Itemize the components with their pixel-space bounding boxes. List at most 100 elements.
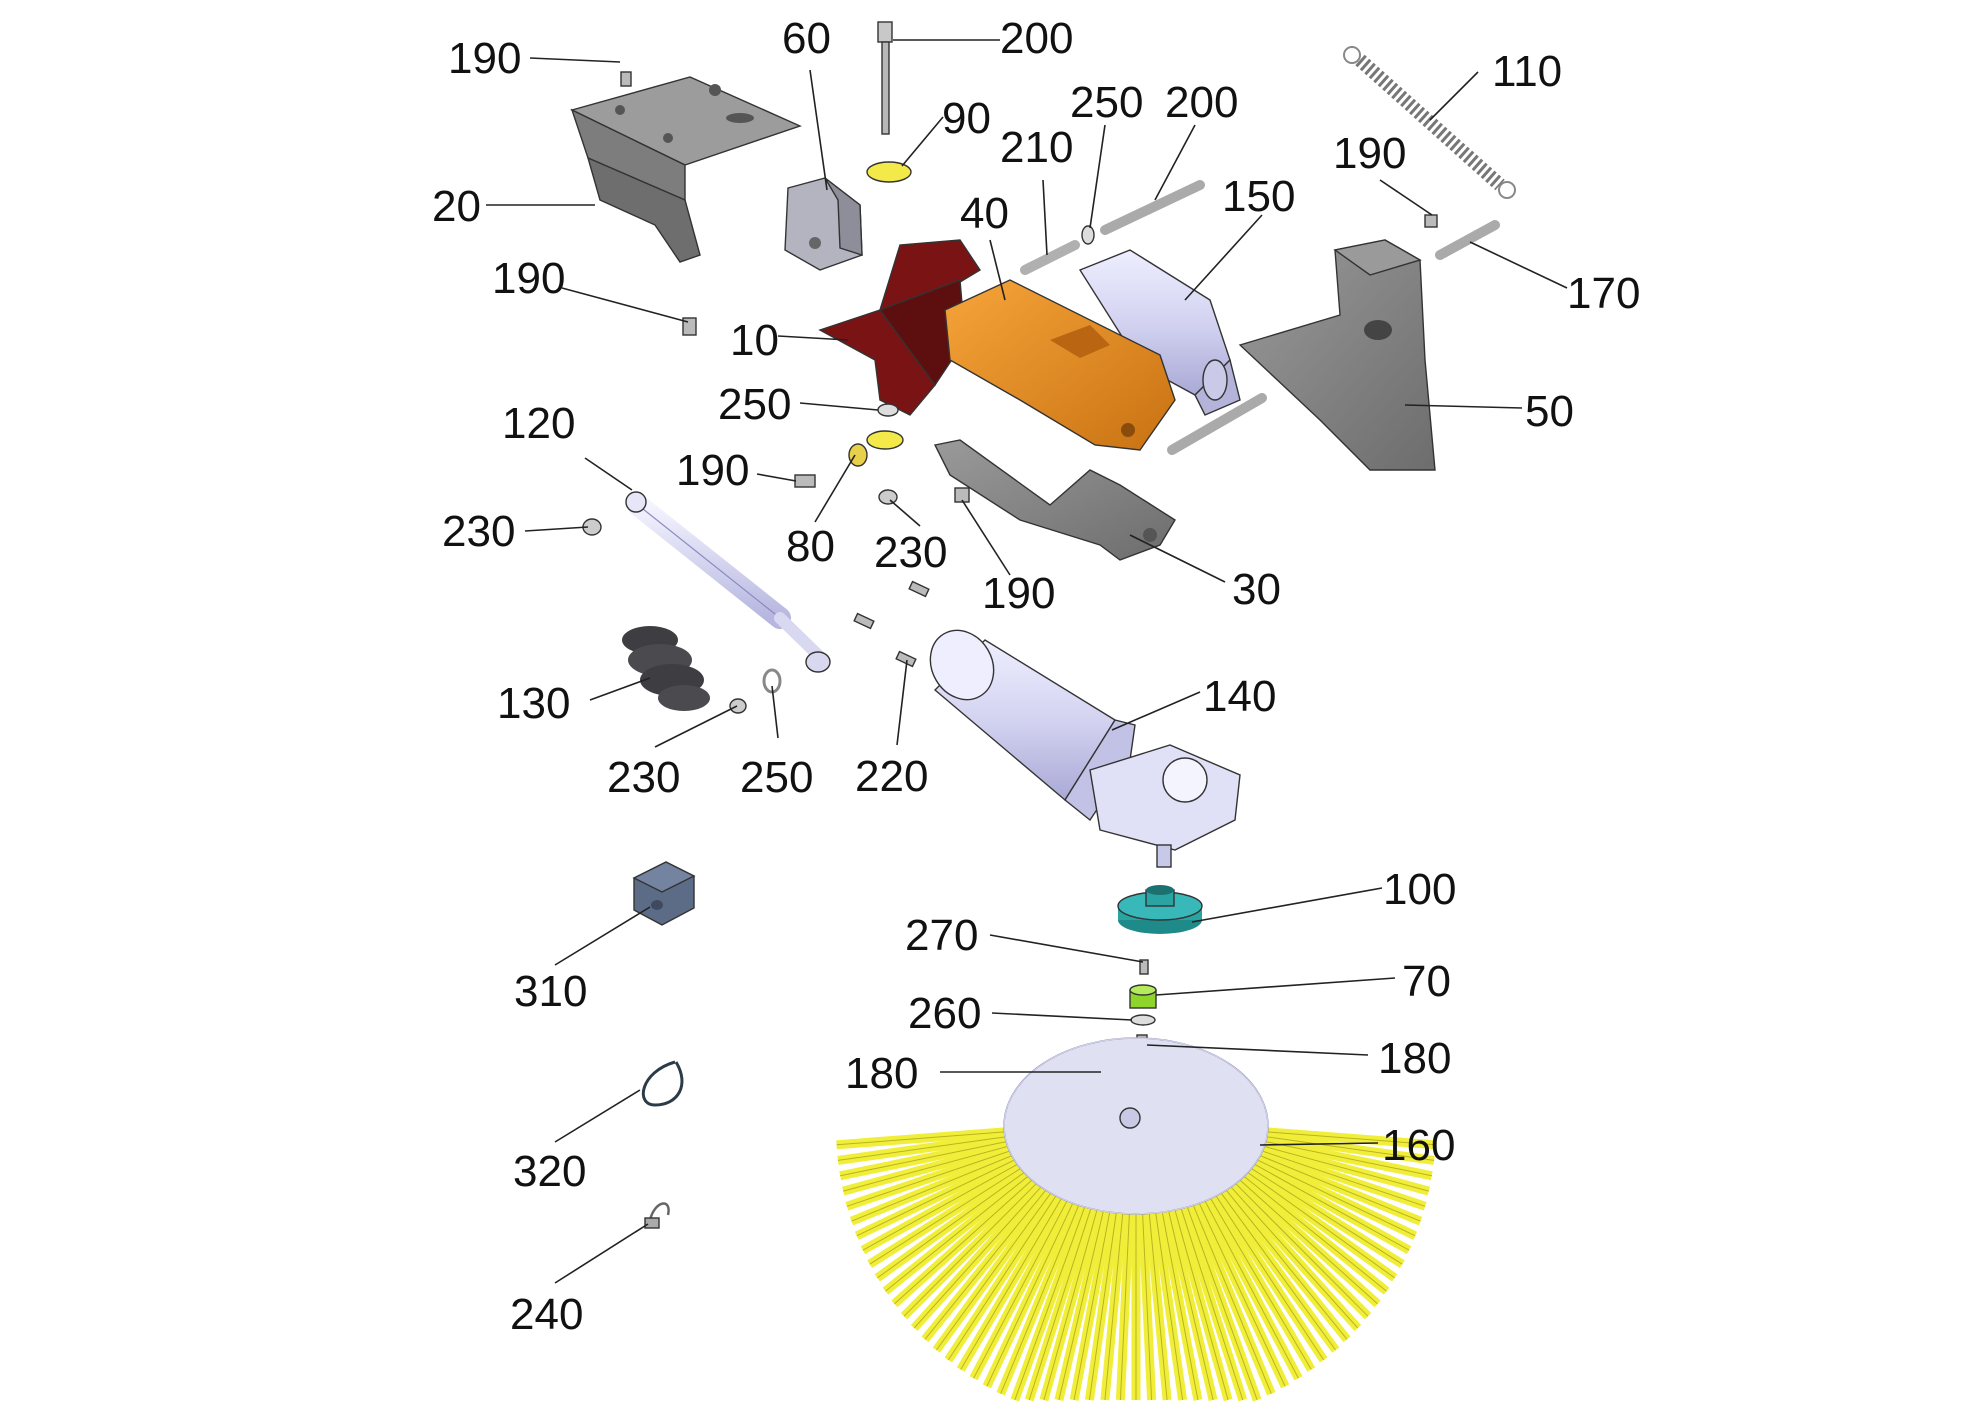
label-170: 170 [1567,269,1640,318]
label-80: 80 [786,522,835,571]
bracket-30 [933,439,1176,561]
label-240: 240 [510,1290,583,1339]
label-190a: 190 [448,34,521,83]
bristle-edge [960,1190,1067,1370]
label-60: 60 [782,14,831,63]
bolt-170 [1435,220,1500,260]
bristle-edge [1104,1205,1124,1401]
washer-260 [1130,1014,1156,1026]
hub-100 [1117,885,1203,934]
bristle-edge [1119,1205,1131,1401]
bristle-edge [862,1158,1028,1251]
label-190e: 190 [982,569,1055,618]
bristle-edge [869,1162,1030,1265]
bristle-edge [840,1138,1018,1177]
washer-90 [866,161,912,183]
bolt-190-right [1424,214,1438,228]
label-130: 130 [497,679,570,728]
label-310: 310 [514,967,587,1016]
bristle-edge [837,1134,1017,1161]
bristle-edge [1200,1193,1299,1379]
screw-220-a [908,580,930,598]
label-120: 120 [502,399,575,448]
bolt-190-mid [794,474,816,488]
bristle-edge [1172,1201,1229,1401]
bristle-edge [1232,1173,1378,1305]
label-270: 270 [905,911,978,960]
bristle-edge [1239,1166,1395,1279]
bristle-edge [1251,1146,1426,1207]
nut-230-lower [729,698,747,714]
bristle-edge [1228,1176,1369,1317]
part-labels: 190 60 200 90 250 200 110 210 20 40 150 … [432,14,1640,1339]
screw-220-c [895,650,917,668]
label-190b: 190 [1333,129,1406,178]
label-10: 10 [730,316,779,365]
bristle-edge [913,1179,1048,1329]
bristle-edge [1195,1195,1286,1387]
bristle-edge [851,1150,1023,1222]
spring-110 [1343,46,1516,199]
bolt-210 [1020,240,1080,275]
label-200a: 200 [1000,14,1073,63]
washer-250-top [1081,225,1095,245]
gearmotor-140 [929,629,1241,868]
bristle-edge [1255,1130,1436,1146]
bolt-200-diagonal [1100,180,1205,235]
clip-240 [644,1202,670,1229]
bristle-edge [1205,1190,1312,1370]
bristle-edge [1242,1162,1403,1265]
bristle-edge [1210,1188,1325,1361]
bristle-edge [986,1195,1077,1387]
washer-yellow-mid [866,430,904,450]
label-40: 40 [960,189,1009,238]
label-160: 160 [1382,1121,1455,1170]
label-30: 30 [1232,565,1281,614]
mounting-plate-20 [570,71,802,263]
bristle-edge [1088,1204,1118,1401]
bristle-edge [1252,1142,1429,1192]
cylinder-120 [625,491,831,673]
bristle-edge [1000,1197,1083,1394]
label-230a: 230 [442,507,515,556]
bristle-edge [1148,1205,1168,1401]
washer-250-mid [877,403,899,417]
cable-tie-320 [641,1060,684,1107]
bristle-edge [846,1146,1021,1207]
bushing-80 [848,443,868,467]
label-20: 20 [432,182,481,231]
bristle-edge [1224,1179,1359,1329]
label-250b: 250 [718,380,791,429]
bristle-edge [1244,1158,1410,1251]
bristle-edge [1215,1185,1337,1351]
bristle-edge [1166,1203,1214,1401]
bush-70 [1129,984,1157,1009]
label-90: 90 [942,94,991,143]
bristle-edge [1178,1200,1244,1401]
label-190d: 190 [676,446,749,495]
nut-230-mid [878,489,898,505]
bellows-130 [622,626,710,711]
arm-40 [944,279,1176,451]
bristle-edge [935,1185,1057,1351]
label-180b: 180 [845,1049,918,1098]
label-250a: 250 [1070,78,1143,127]
bristle-edge [1235,1169,1387,1292]
connector-box-310 [632,861,696,926]
label-150: 150 [1222,172,1295,221]
bristle-edge [1247,1154,1416,1237]
bristle-edge [1220,1182,1348,1340]
bristle-edge [924,1182,1052,1340]
bristle-edge [843,1142,1020,1192]
bristle-edge [877,1166,1033,1279]
bristle-edge [947,1188,1062,1361]
brush-160 [836,1037,1436,1402]
bristle-edge [1058,1203,1106,1401]
pin-50 [1167,393,1267,455]
label-110: 110 [1492,47,1562,96]
bristle-edge [1014,1199,1088,1401]
bolt-200-vertical [877,21,893,135]
label-70: 70 [1402,957,1451,1006]
bristles [836,1126,1436,1402]
